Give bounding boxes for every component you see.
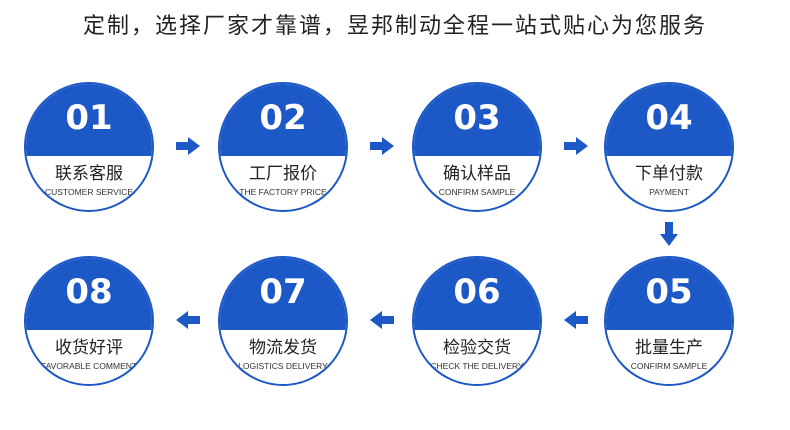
step-03: 03 确认样品 CONFIRM SAMPLE <box>412 82 542 212</box>
step-number: 07 <box>259 272 307 312</box>
step-cap <box>26 258 152 330</box>
step-title: 下单付款 <box>635 164 703 184</box>
arrow-down-icon <box>660 222 678 246</box>
arrow-right-icon <box>176 137 200 155</box>
step-08: 08 收货好评 FAVORABLE COMMENT <box>24 256 154 386</box>
step-subtitle: PAYMENT <box>649 187 689 197</box>
step-title: 物流发货 <box>249 338 317 358</box>
step-cap <box>220 258 346 330</box>
step-number: 08 <box>65 272 113 312</box>
arrow-left-icon <box>176 311 200 329</box>
step-04: 04 下单付款 PAYMENT <box>604 82 734 212</box>
step-subtitle: CUSTOMER SERVICE <box>44 187 133 197</box>
headline: 定制，选择厂家才靠谱，昱邦制动全程一站式贴心为您服务 <box>82 14 707 39</box>
step-title: 批量生产 <box>635 338 703 358</box>
step-05: 05 批量生产 CONFIRM SAMPLE <box>604 256 734 386</box>
step-title: 检验交货 <box>443 338 511 358</box>
step-number: 02 <box>259 98 307 138</box>
step-subtitle: THE FACTORY PRICE <box>239 187 327 197</box>
arrow-right-icon <box>370 137 394 155</box>
step-number: 05 <box>645 272 693 312</box>
step-subtitle: CONFIRM SAMPLE <box>438 187 516 197</box>
step-title: 工厂报价 <box>249 164 317 184</box>
step-01: 01 联系客服 CUSTOMER SERVICE <box>24 82 154 212</box>
step-07: 07 物流发货 LOGISTICS DELIVERY <box>218 256 348 386</box>
step-cap <box>606 258 732 330</box>
step-number: 01 <box>65 98 113 138</box>
step-title: 联系客服 <box>55 164 123 184</box>
step-number: 04 <box>645 98 693 138</box>
step-cap <box>414 84 540 156</box>
step-subtitle: CONFIRM SAMPLE <box>630 361 708 371</box>
step-subtitle: LOGISTICS DELIVERY <box>238 361 328 371</box>
step-title: 确认样品 <box>443 164 511 184</box>
step-subtitle: CHECK THE DELIVERY <box>430 361 524 371</box>
arrow-right-icon <box>564 137 588 155</box>
step-02: 02 工厂报价 THE FACTORY PRICE <box>218 82 348 212</box>
step-cap <box>414 258 540 330</box>
step-cap <box>220 84 346 156</box>
step-number: 06 <box>453 272 501 312</box>
step-cap <box>606 84 732 156</box>
step-06: 06 检验交货 CHECK THE DELIVERY <box>412 256 542 386</box>
step-title: 收货好评 <box>55 338 123 358</box>
arrow-left-icon <box>564 311 588 329</box>
step-number: 03 <box>453 98 501 138</box>
arrow-left-icon <box>370 311 394 329</box>
step-cap <box>26 84 152 156</box>
step-subtitle: FAVORABLE COMMENT <box>40 361 138 371</box>
